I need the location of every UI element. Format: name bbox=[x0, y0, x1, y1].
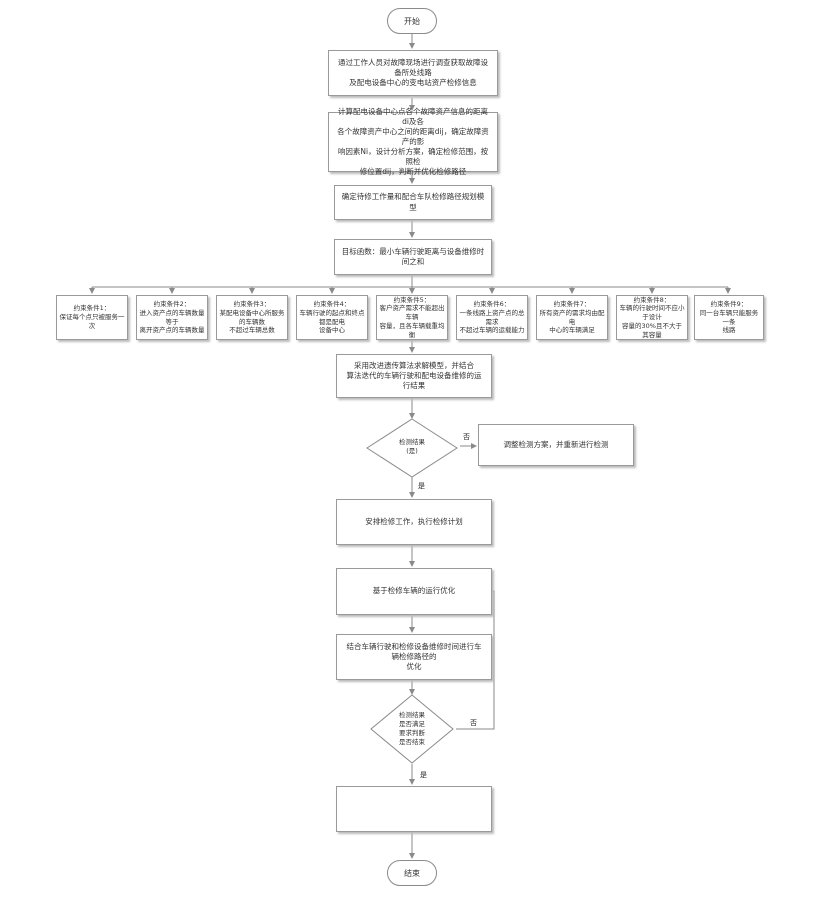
constraint-5-box: 约束条件5： 客户资产需求不能超出车辆 容量，且各车辆载重均衡 bbox=[376, 295, 448, 340]
constraint-4-box: 约束条件4： 车辆行驶的起点和终点都是配电 设备中心 bbox=[296, 295, 368, 340]
end-terminal: 结束 bbox=[387, 860, 437, 886]
constraint-6-box: 约束条件6： 一条线路上资产点的总需求 不超过车辆的运载能力 bbox=[456, 295, 528, 340]
step-9-box bbox=[336, 786, 492, 832]
decision-2-text: 检测结果 是否满足 要求判断 是否结束 bbox=[390, 708, 434, 750]
constraint-9-box: 约束条件9： 同一台车辆只能服务一条 线路 bbox=[694, 295, 764, 340]
label-yes-1: 是 bbox=[418, 481, 425, 491]
constraint-2-box: 约束条件2： 进入资产点的车辆数量等于 离开资产点的车辆数量 bbox=[136, 295, 208, 340]
step-3-box: 确定待修工作量和配合车队检修路径规划模型 bbox=[334, 185, 492, 220]
step-1-box: 通过工作人员对故障现场进行调查获取故障设备所处线路 及配电设备中心的变电站资产检… bbox=[328, 50, 498, 96]
step-8-box: 结合车辆行驶和检修设备维修时间进行车辆检修路径的 优化 bbox=[336, 634, 492, 680]
constraint-3-box: 约束条件3： 某配电设备中心所服务的车辆数 不超过车辆总数 bbox=[216, 295, 288, 340]
step-5-box: 采用改进遗传算法求解模型，并结合 算法迭代的车辆行驶和配电设备维修的运行结果 bbox=[336, 354, 492, 398]
constraint-1-box: 约束条件1： 保证每个点只被服务一次 bbox=[56, 295, 128, 340]
label-no-1: 否 bbox=[463, 432, 470, 442]
label-yes-2: 是 bbox=[420, 770, 427, 780]
constraint-8-box: 约束条件8： 车辆的行驶时间不应小于设计 容量的30%且不大于其容量 bbox=[616, 295, 688, 340]
constraint-7-box: 约束条件7： 所有资产的需求均由配电 中心的车辆满足 bbox=[536, 295, 608, 340]
start-terminal: 开始 bbox=[387, 8, 437, 34]
step-6-box: 安排检修工作，执行检修计划 bbox=[336, 499, 492, 545]
step-2-box: 计算配电设备中心点各个故障资产信息的距离di及各 各个故障资产中心之间的距离di… bbox=[328, 112, 498, 172]
adjust-box: 调整检测方案，并重新进行检测 bbox=[478, 424, 634, 466]
step-7-box: 基于检修车辆的运行优化 bbox=[336, 568, 492, 615]
step-4-box: 目标函数：最小车辆行驶距离与设备维修时间之和 bbox=[334, 239, 492, 275]
label-no-2: 否 bbox=[470, 718, 477, 728]
decision-1-text: 检测结果 (是) bbox=[386, 430, 438, 464]
